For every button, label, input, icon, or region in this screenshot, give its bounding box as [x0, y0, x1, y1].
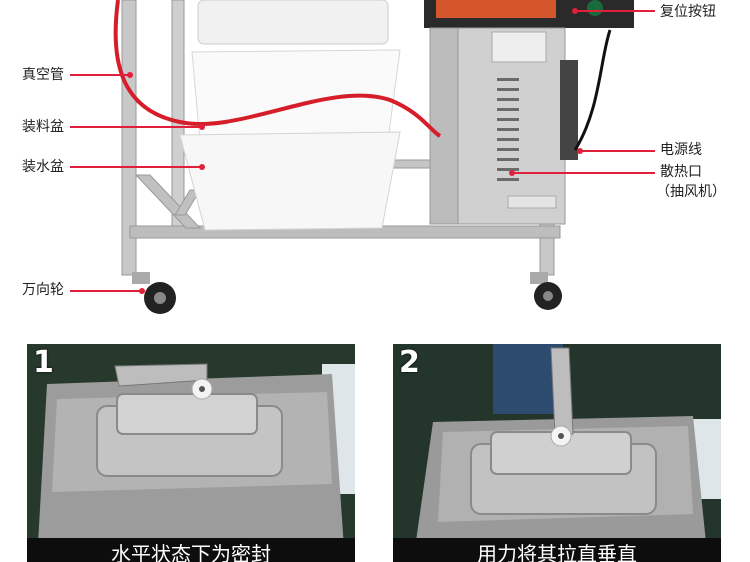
caster-callout-dot: [139, 288, 145, 294]
step-1-caption: 水平状态下为密封: [27, 538, 355, 562]
loading-tray-callout-dot: [199, 124, 205, 130]
power-cord-callout-line: [580, 150, 655, 152]
vent-callout-line: [512, 172, 655, 174]
caster-label: 万向轮: [22, 282, 64, 298]
power-cord-callout-dot: [577, 148, 583, 154]
water-tray-callout-dot: [199, 164, 205, 170]
water-tray-label: 装水盆: [22, 159, 64, 175]
vacuum-tube-callout-dot: [127, 72, 133, 78]
reset-button-callout-line: [575, 10, 655, 12]
step-1-number: 1: [33, 345, 54, 380]
step-1-illustration: [37, 363, 355, 562]
step-2-photo: 2 用力将其拉直垂直: [393, 344, 721, 562]
vent-sublabel: （抽风机）: [656, 184, 726, 200]
step-2-illustration: [413, 344, 721, 562]
caster-callout-line: [70, 290, 142, 292]
step-2-caption: 用力将其拉直垂直: [393, 538, 721, 562]
loading-tray-callout-line: [70, 126, 202, 128]
step-1-photo: 1 水平状态下为密封: [27, 344, 355, 562]
vent-callout-dot: [509, 170, 515, 176]
water-tray-callout-line: [70, 166, 202, 168]
vent-label: 散热口: [660, 164, 702, 180]
power-cord-label: 电源线: [660, 142, 702, 158]
machine-illustration: [113, 0, 634, 314]
reset-button-label: 复位按钮: [660, 4, 716, 20]
loading-tray-label: 装料盆: [22, 119, 64, 135]
vacuum-tube-callout-line: [70, 74, 130, 76]
reset-button-callout-dot: [572, 8, 578, 14]
step-2-number: 2: [399, 345, 420, 380]
vacuum-tube-label: 真空管: [22, 67, 64, 83]
